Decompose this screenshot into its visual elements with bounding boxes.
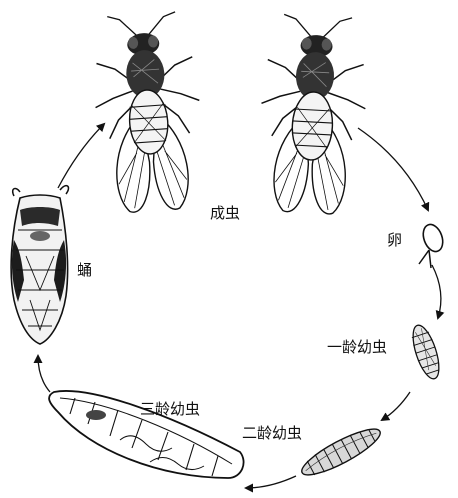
arrow-egg-to-first-instar (432, 265, 441, 318)
arrow-pupa-to-adult (58, 124, 104, 188)
second-instar-larva-label: 二龄幼虫 (242, 426, 302, 441)
fruit-fly-dorsal-icon (89, 11, 206, 215)
second-instar-larva-icon (297, 422, 385, 483)
first-instar-larva-label: 一龄幼虫 (327, 340, 387, 355)
arrow-third-instar-to-pupa (38, 356, 50, 392)
pupa-label: 蛹 (77, 263, 92, 278)
pupa-icon (11, 186, 68, 344)
arrow-adult-to-egg (358, 128, 428, 210)
egg-with-filaments-icon (419, 222, 446, 268)
third-instar-larva-label: 三龄幼虫 (140, 402, 200, 417)
arrow-first-to-second-instar (382, 392, 410, 420)
egg-label: 卵 (387, 233, 402, 248)
fruit-fly-dorsal-icon (256, 13, 370, 215)
adult-label: 成虫 (210, 206, 240, 221)
arrow-second-to-third-instar (246, 476, 296, 488)
first-instar-larva-icon (408, 322, 444, 381)
